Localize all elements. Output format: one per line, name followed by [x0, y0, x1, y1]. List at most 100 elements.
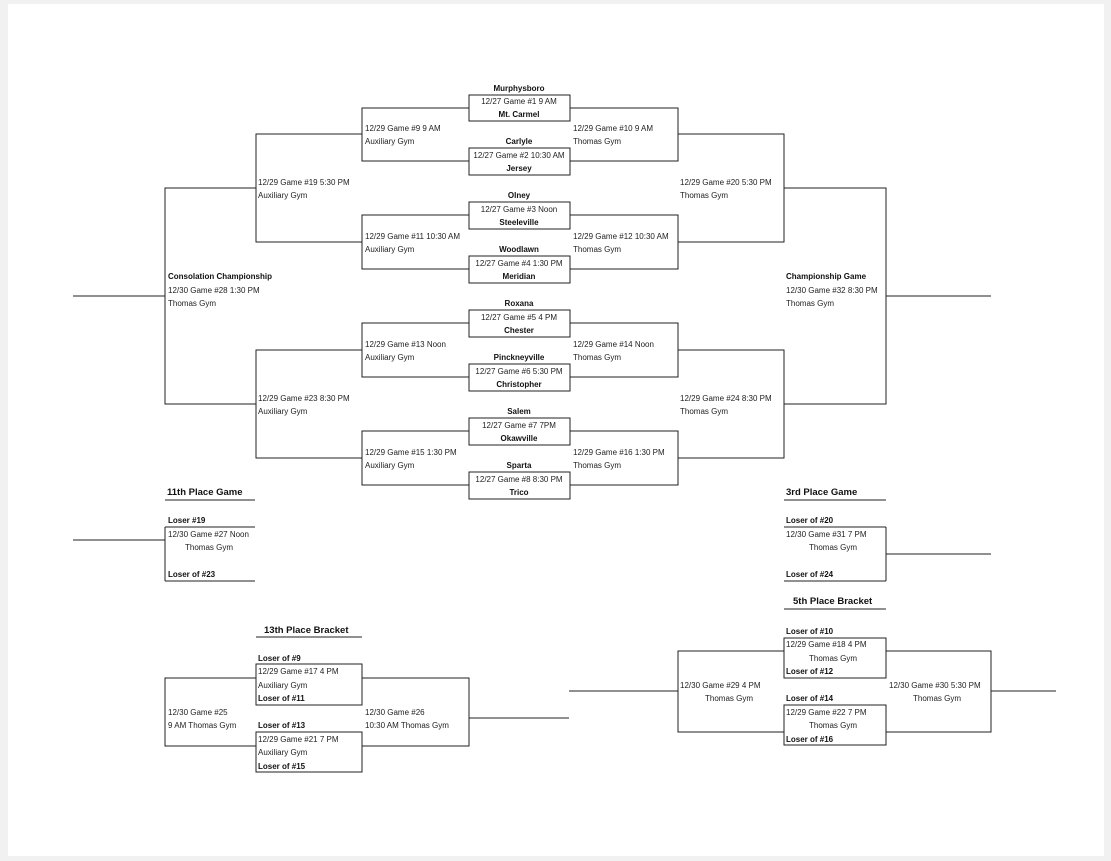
game-6-bottom-team: Christopher — [496, 380, 542, 389]
game-4-bottom-team: Meridian — [502, 272, 536, 281]
game-29-bracket — [677, 650, 784, 733]
game-15-bracket — [361, 430, 469, 486]
game-2-info: 12/27 Game #2 10:30 AM — [473, 151, 565, 160]
game-8-top-team: Sparta — [506, 461, 532, 470]
game-16-venue: Thomas Gym — [573, 461, 622, 470]
game-28-time: 12/30 Game #28 1:30 PM — [168, 286, 260, 295]
game-7-info: 12/27 Game #7 7PM — [482, 421, 556, 430]
fifth-bracket-title: 5th Place Bracket — [793, 596, 873, 607]
game-23-bracket — [255, 349, 362, 459]
game-15-time: 12/29 Game #15 1:30 PM — [365, 448, 457, 457]
game-24-venue: Thomas Gym — [680, 407, 729, 416]
third-place-title: 3rd Place Game — [786, 487, 858, 498]
game-26-line1: 12/30 Game #26 — [365, 708, 425, 717]
game-14-bracket — [570, 322, 679, 378]
game-20-time: 12/29 Game #20 5:30 PM — [680, 178, 772, 187]
eleventh-place-title: 11th Place Game — [167, 487, 243, 498]
game-12-time: 12/29 Game #12 10:30 AM — [573, 232, 669, 241]
game-19-time: 12/29 Game #19 5:30 PM — [258, 178, 350, 187]
game-21-time: 12/29 Game #21 7 PM — [258, 735, 339, 744]
game-31-venue: Thomas Gym — [809, 543, 858, 552]
game-17-venue: Auxiliary Gym — [258, 681, 308, 690]
game-18-time: 12/29 Game #18 4 PM — [786, 640, 867, 649]
game-6-info: 12/27 Game #6 5:30 PM — [475, 367, 563, 376]
consolation-title: Consolation Championship — [168, 272, 272, 281]
game-3-info: 12/27 Game #3 Noon — [480, 205, 558, 214]
game-23-time: 12/29 Game #23 8:30 PM — [258, 394, 350, 403]
game-9-bracket — [361, 107, 469, 162]
game-29-line2: Thomas Gym — [705, 694, 754, 703]
game-11-venue: Auxiliary Gym — [365, 245, 415, 254]
game-19-bracket — [255, 133, 362, 243]
bracket-sheet — [8, 4, 1104, 856]
game-11-time: 12/29 Game #11 10:30 AM — [365, 232, 461, 241]
game-9-venue: Auxiliary Gym — [365, 137, 415, 146]
game-20-bracket — [678, 133, 785, 243]
game-8-bottom-team: Trico — [509, 488, 529, 497]
game-18-top-label: Loser of #10 — [786, 627, 834, 636]
third-bottom-label: Loser of #24 — [786, 570, 834, 579]
game-16-time: 12/29 Game #16 1:30 PM — [573, 448, 665, 457]
game-27-venue: Thomas Gym — [185, 543, 234, 552]
championship-title: Championship Game — [786, 272, 867, 281]
game-22-top-label: Loser of #14 — [786, 694, 834, 703]
game-14-venue: Thomas Gym — [573, 353, 622, 362]
game-5-info: 12/27 Game #5 4 PM — [480, 313, 558, 322]
game-30-bracket — [886, 650, 992, 733]
game-9-time: 12/29 Game #9 9 AM — [365, 124, 441, 133]
game-30-line2: Thomas Gym — [913, 694, 962, 703]
game-19-venue: Auxiliary Gym — [258, 191, 308, 200]
game-10-venue: Thomas Gym — [573, 137, 622, 146]
game-23-venue: Auxiliary Gym — [258, 407, 308, 416]
game-3-top-team: Olney — [507, 191, 531, 200]
game-17-time: 12/29 Game #17 4 PM — [258, 667, 339, 676]
game-18-box — [783, 637, 887, 679]
game-5-top-team: Roxana — [504, 299, 534, 308]
game-26-line2: 10:30 AM Thomas Gym — [365, 721, 449, 730]
game-32-venue: Thomas Gym — [786, 299, 835, 308]
game-1-bottom-team: Mt. Carmel — [498, 110, 540, 119]
thirteenth-bracket-title: 13th Place Bracket — [264, 625, 349, 636]
game-13-bracket — [361, 322, 469, 378]
game-14-time: 12/29 Game #14 Noon — [573, 340, 654, 349]
game-2-bottom-team: Jersey — [506, 164, 532, 173]
game-32-bracket — [784, 187, 887, 405]
game-27-time: 12/30 Game #27 Noon — [168, 530, 249, 539]
game-10-time: 12/29 Game #10 9 AM — [573, 124, 654, 133]
game-4-top-team: Woodlawn — [499, 245, 539, 254]
game-25-line1: 12/30 Game #25 — [168, 708, 228, 717]
game-2-top-team: Carlyle — [505, 137, 533, 146]
game-5-bottom-team: Chester — [504, 326, 534, 335]
game-32-time: 12/30 Game #32 8:30 PM — [786, 286, 878, 295]
game-21-venue: Auxiliary Gym — [258, 748, 308, 757]
game-31-time: 12/30 Game #31 7 PM — [786, 530, 867, 539]
eleventh-bottom-label: Loser of #23 — [168, 570, 216, 579]
game-28-venue: Thomas Gym — [168, 299, 217, 308]
game-17-top-label: Loser of #9 — [258, 654, 301, 663]
game-30-line1: 12/30 Game #30 5:30 PM — [889, 681, 981, 690]
game-24-bracket — [678, 349, 785, 459]
game-24-time: 12/29 Game #24 8:30 PM — [680, 394, 772, 403]
game-22-venue: Thomas Gym — [809, 721, 858, 730]
game-8-info: 12/27 Game #8 8:30 PM — [475, 475, 563, 484]
game-18-bottom-label: Loser of #12 — [786, 667, 834, 676]
game-7-bottom-team: Okawville — [500, 434, 538, 443]
game-11-bracket — [361, 214, 469, 270]
game-25-line2: 9 AM Thomas Gym — [168, 721, 237, 730]
game-15-venue: Auxiliary Gym — [365, 461, 415, 470]
game-18-venue: Thomas Gym — [809, 654, 858, 663]
game-1-top-team: Murphysboro — [493, 84, 545, 93]
game-17-box — [255, 663, 363, 706]
game-26-bracket — [362, 677, 470, 747]
game-4-info: 12/27 Game #4 1:30 PM — [475, 259, 563, 268]
game-22-box — [783, 704, 887, 746]
game-1-info: 12/27 Game #1 9 AM — [481, 97, 557, 106]
eleventh-top-label: Loser #19 — [168, 516, 206, 525]
game-22-bottom-label: Loser of #16 — [786, 735, 834, 744]
game-21-box — [255, 731, 363, 773]
game-17-bottom-label: Loser of #11 — [258, 694, 305, 703]
game-25-bracket — [164, 677, 256, 747]
game-6-top-team: Pinckneyville — [493, 353, 545, 362]
game-16-bracket — [570, 430, 679, 486]
